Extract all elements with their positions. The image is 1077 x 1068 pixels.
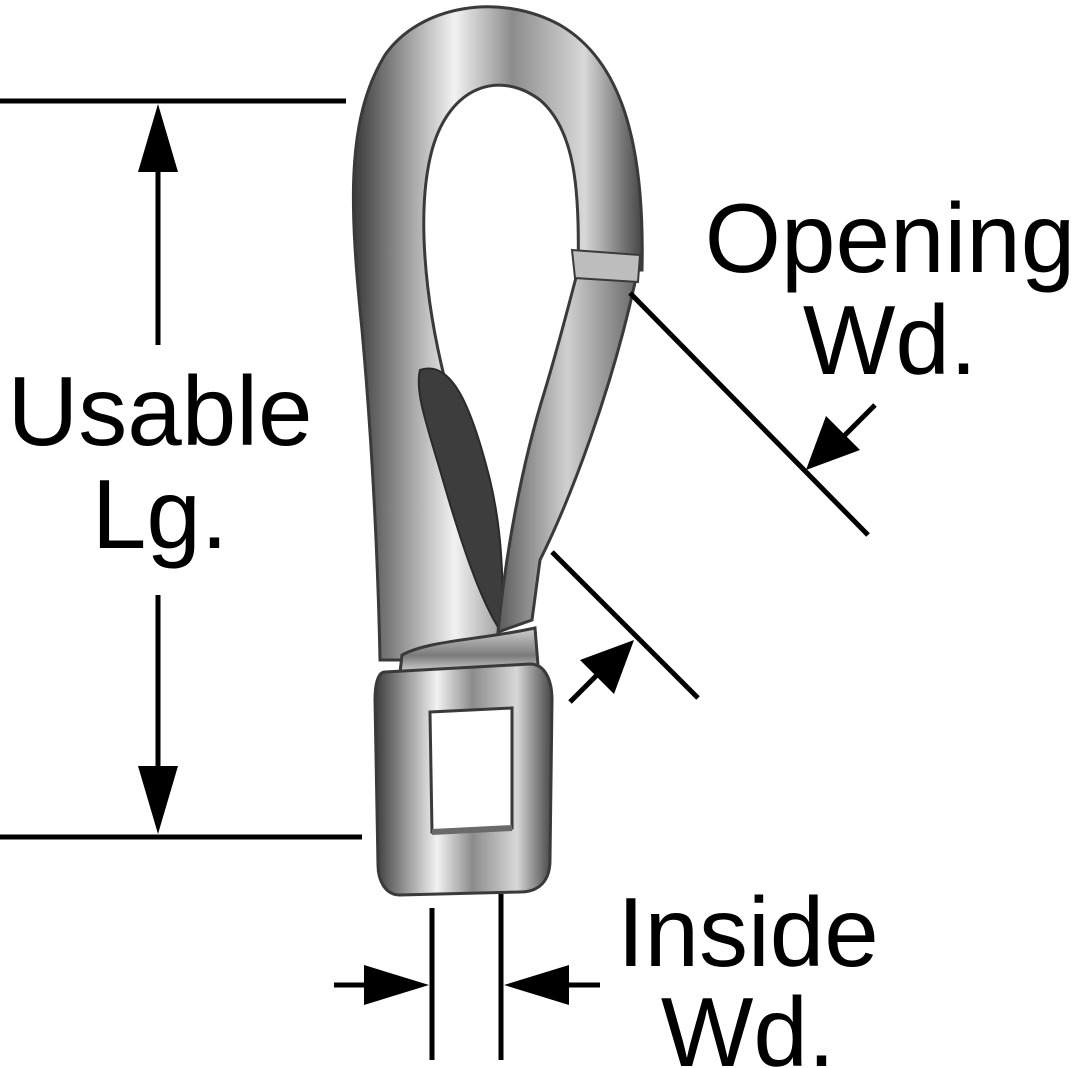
opening-width-lower-extension-line — [550, 550, 700, 700]
hook-nose — [570, 248, 642, 284]
inside-width-left-arrowhead — [364, 965, 429, 1005]
opening-width-label-line-1: Opening — [705, 183, 1076, 293]
opening-width-upper-leader — [838, 403, 877, 442]
opening-width-dimension — [550, 291, 877, 704]
inside-width-label-line-2: Wd. — [661, 977, 835, 1068]
inside-width-right-arrowhead — [504, 965, 569, 1005]
loop-inner-edge — [431, 825, 513, 835]
usable-length-label-line-2: Lg. — [92, 459, 228, 569]
inside-width-dimension — [334, 894, 600, 1060]
hook-gate — [496, 268, 638, 635]
opening-width-upper-arrowhead — [806, 416, 860, 470]
opening-width-upper-extension-line — [628, 291, 870, 537]
opening-width-lower-arrowhead — [580, 640, 634, 694]
usable-length-down-arrowhead — [138, 766, 178, 834]
usable-length-up-arrowhead — [138, 104, 178, 172]
hook-square-loop — [373, 662, 554, 897]
opening-width-label-line-2: Wd. — [803, 285, 977, 395]
usable-length-label-line-1: Usable — [7, 356, 312, 466]
snap-hook-illustration — [351, 5, 644, 897]
usable-length-dimension — [0, 98, 362, 840]
inside-width-label-line-1: Inside — [617, 877, 879, 987]
opening-width-lower-leader — [568, 670, 602, 704]
